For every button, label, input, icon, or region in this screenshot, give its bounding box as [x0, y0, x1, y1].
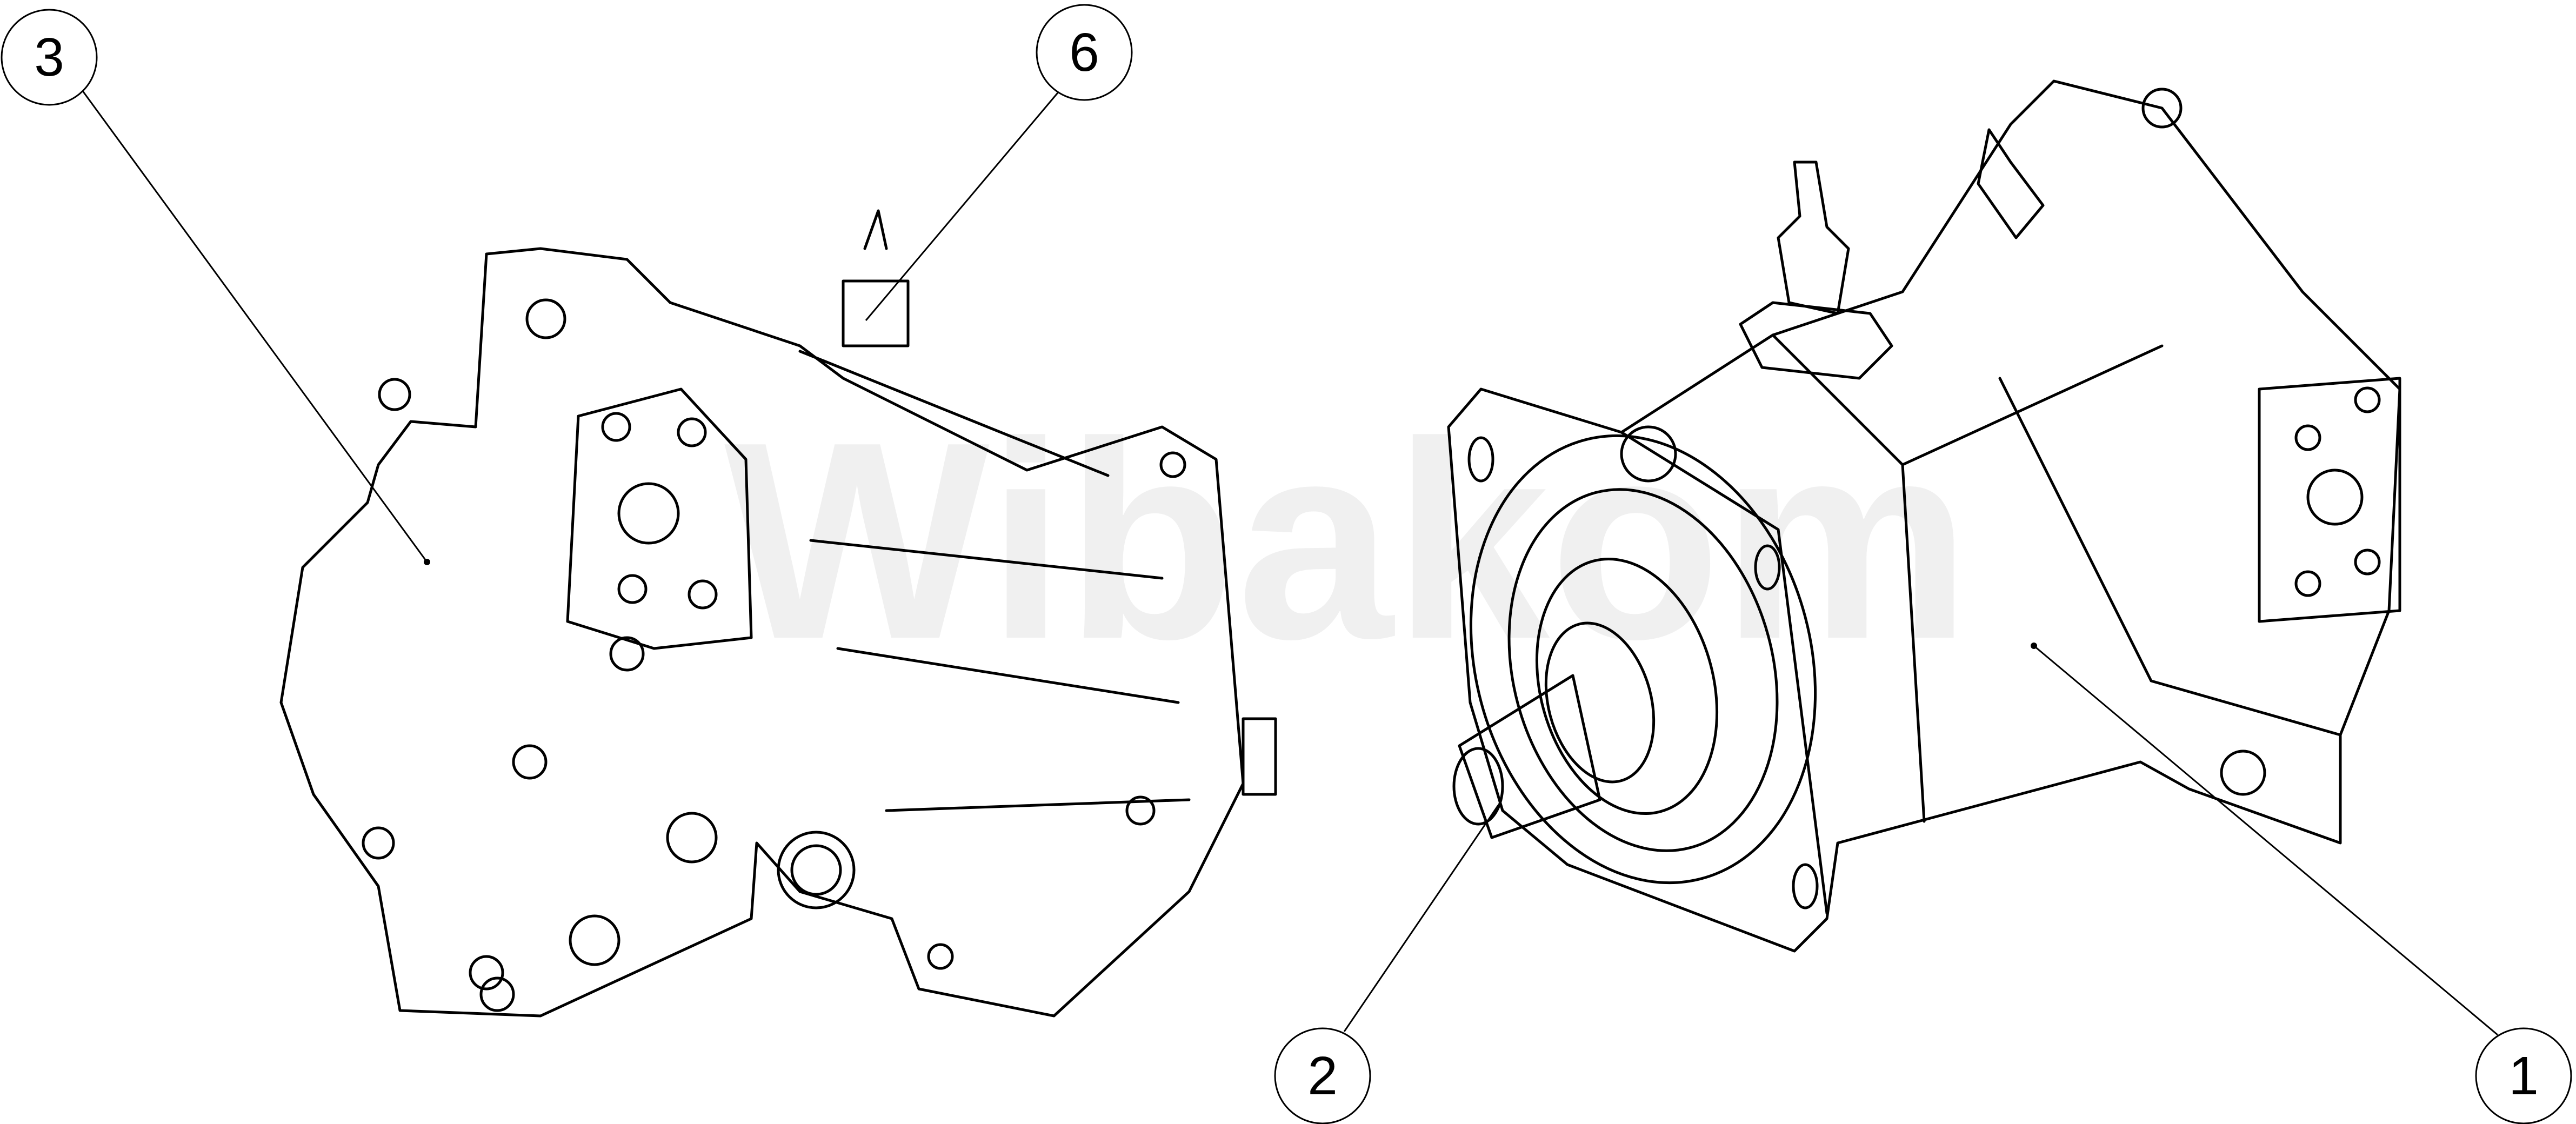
- left-motor-drawing: [279, 209, 1277, 1018]
- callout-3: 3: [1, 9, 98, 106]
- callout-label: 6: [1069, 22, 1099, 83]
- right-motor-drawing: [1447, 79, 2401, 953]
- leader-line-6: [865, 90, 1061, 321]
- callout-label: 2: [1307, 1046, 1338, 1106]
- callout-2: 2: [1274, 1027, 1371, 1124]
- leader-dot-1: [2031, 643, 2037, 649]
- leader-line-3: [81, 90, 428, 563]
- callout-1: 1: [2475, 1027, 2572, 1124]
- leader-line-1: [2033, 645, 2498, 1036]
- callout-label: 1: [2508, 1046, 2539, 1106]
- leader-line-2: [1343, 805, 1499, 1032]
- watermark: Wibakom: [724, 384, 1971, 698]
- callout-label: 3: [34, 27, 64, 88]
- leader-dot-3: [424, 559, 430, 565]
- callout-6: 6: [1036, 4, 1133, 101]
